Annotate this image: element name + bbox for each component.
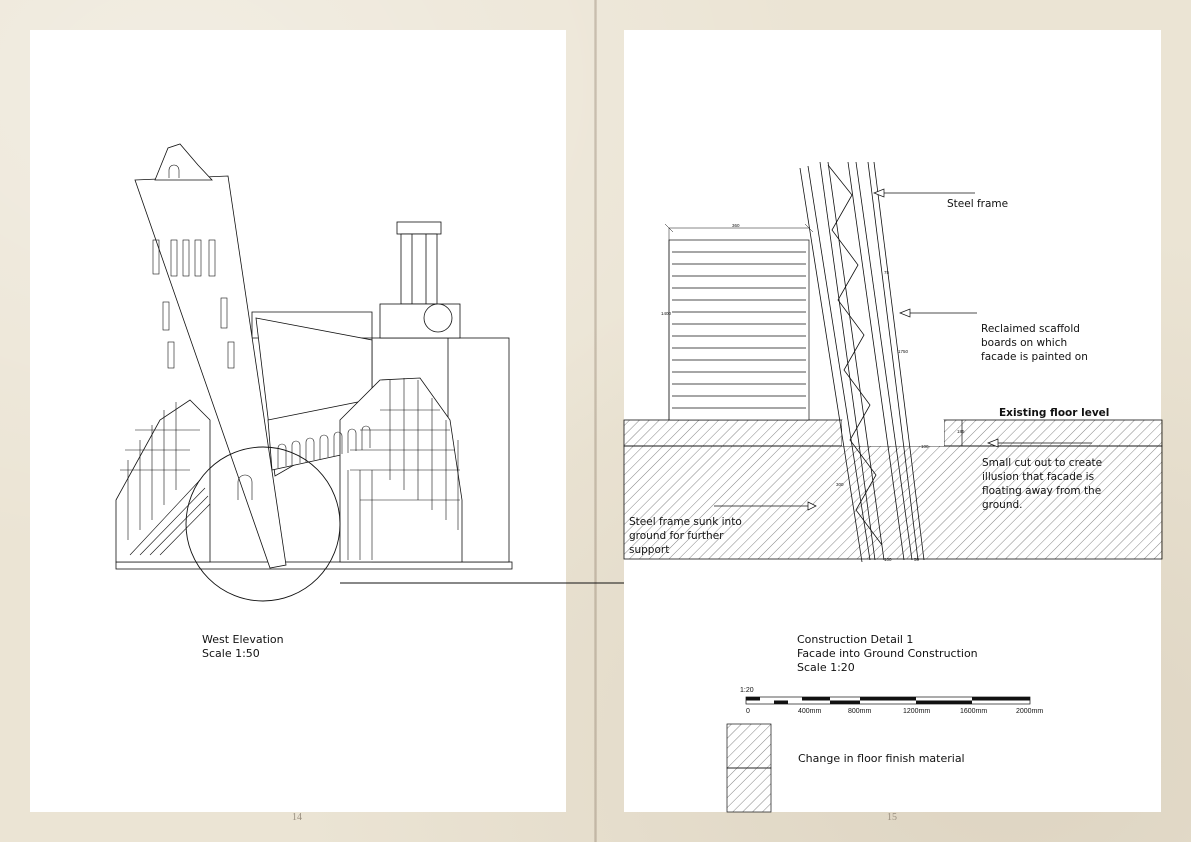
scale-ratio: 1:20: [740, 687, 754, 694]
panel-dimensions: [664, 223, 814, 420]
scale-tick-0: 0: [746, 708, 750, 715]
label-sunk-3: support: [629, 544, 669, 556]
label-cutout-1: Small cut out to create: [982, 457, 1102, 469]
label-reclaimed-3: facade is painted on: [981, 351, 1088, 363]
scale-tick-2: 800mm: [848, 708, 872, 715]
tower-body: [400, 233, 438, 305]
page-number-left: 14: [292, 812, 302, 823]
page-number-right: 15: [887, 812, 897, 823]
scale-tick-1: 400mm: [798, 708, 822, 715]
floor-finish-left: [623, 419, 843, 447]
detail-caption-1: Construction Detail 1: [797, 633, 914, 646]
label-existing-floor: Existing floor level: [999, 407, 1109, 419]
scale-tick-4: 1600mm: [960, 708, 987, 715]
scale-tick-3: 1200mm: [903, 708, 930, 715]
label-reclaimed-2: boards on which: [981, 337, 1067, 349]
label-sunk-1: Steel frame sunk into: [629, 516, 742, 528]
scale-tick-5: 2000mm: [1016, 708, 1043, 715]
floor-finish-right: [943, 419, 1163, 447]
ground-section: [623, 445, 1163, 560]
west-elevation-caption: West Elevation Scale 1:50: [202, 633, 284, 661]
label-cutout-2: illusion that facade is: [982, 471, 1094, 483]
legend-swatch: [726, 723, 772, 813]
left-stair-mass: [115, 399, 211, 563]
svg-text:75: 75: [884, 270, 890, 275]
ground-slab: [115, 561, 513, 570]
label-cutout-3: floating away from the: [982, 485, 1101, 497]
dim-frame-mid: 1750: [898, 349, 909, 354]
detail-circle: [185, 446, 341, 602]
caption-title: West Elevation: [202, 633, 284, 646]
dim-base-right: 50: [914, 557, 920, 562]
scaffold-board-panel: [668, 239, 810, 421]
caption-scale: Scale 1:50: [202, 647, 260, 660]
dim-sunk-depth: 300: [836, 482, 844, 487]
label-cutout-4: ground.: [982, 499, 1023, 511]
dim-panel-width: 360: [732, 223, 740, 228]
detail-caption-2: Facade into Ground Construction: [797, 647, 978, 660]
book-gutter: [594, 0, 597, 842]
detail-caption-3: Scale 1:20: [797, 661, 855, 674]
scale-bar: 1:20 0 400mm 800mm 1200mm 1600mm 2000mm: [740, 687, 1043, 715]
label-reclaimed-1: Reclaimed scaffold: [981, 323, 1080, 335]
dim-panel-height: 1400: [661, 311, 672, 316]
dim-cutout-width: 100: [921, 444, 929, 449]
steel-frame-truss: [799, 161, 925, 563]
dim-cutout-height: 185: [957, 429, 965, 434]
rosette-ornament: [423, 303, 453, 333]
label-steel-frame: Steel frame: [947, 198, 1008, 210]
legend-label: Change in floor finish material: [798, 752, 965, 765]
construction-detail-caption: Construction Detail 1 Facade into Ground…: [797, 633, 978, 675]
label-sunk-2: ground for further: [629, 530, 724, 542]
dim-base-left: 100: [884, 557, 892, 562]
